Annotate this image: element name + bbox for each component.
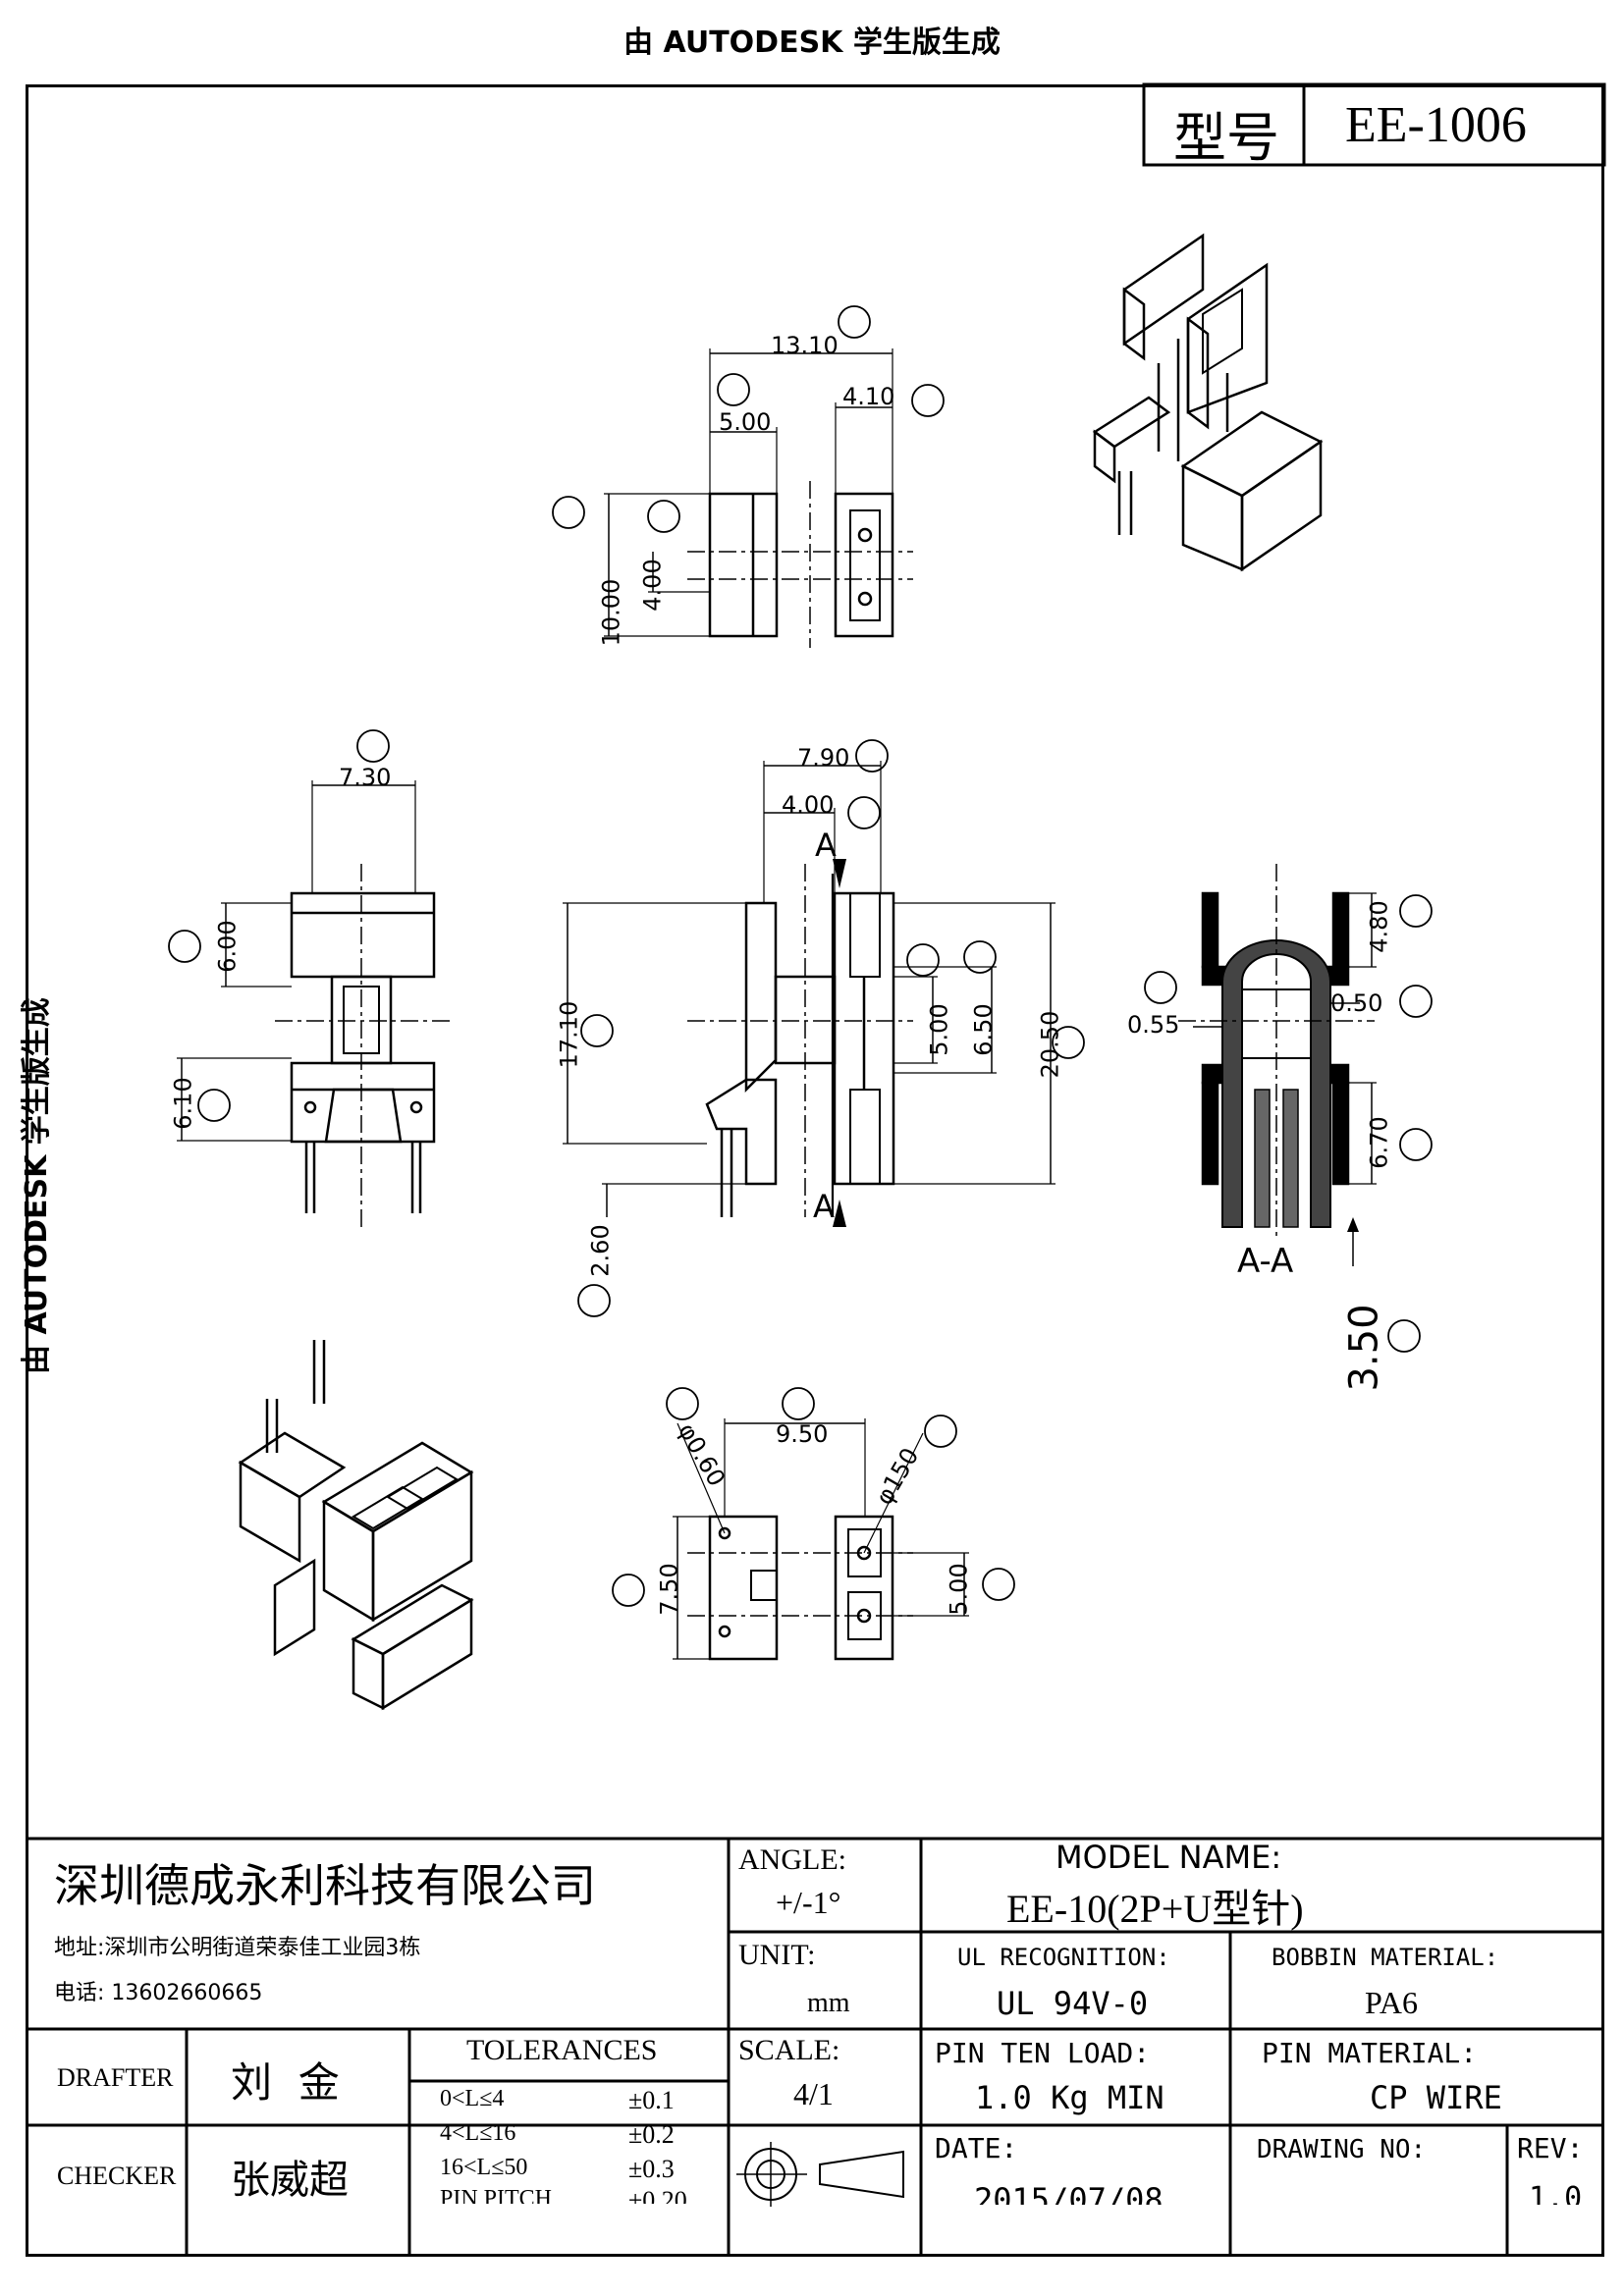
rev-label: REV:	[1517, 2132, 1584, 2164]
section-mark-bottom: A	[813, 1188, 835, 1225]
tolerance-value-1: ±0.1	[628, 2086, 675, 2114]
unit-label: UNIT:	[738, 1939, 816, 1971]
company-address: 地址:深圳市公明街道荣泰佳工业园3栋	[54, 1936, 421, 1960]
company-name: 深圳德成永利科技有限公司	[54, 1859, 596, 1912]
date-value: 2015/07/08	[974, 2181, 1164, 2205]
side-view	[563, 761, 1056, 1227]
dim-t: 0.50	[1330, 989, 1383, 1017]
date-value-clip: 2015/07/08	[923, 2169, 1227, 2205]
front-view	[177, 780, 452, 1227]
dim-m: 2.60	[586, 1224, 615, 1277]
dim-c: 4.10	[842, 383, 895, 410]
section-aa	[1178, 864, 1377, 1266]
section-mark-top: A	[815, 827, 837, 864]
dim-j: 4.00	[782, 791, 835, 819]
drafter-value: 刘 金	[231, 2058, 340, 2107]
dim-g: 6.00	[213, 920, 242, 973]
angle-label: ANGLE:	[738, 1843, 846, 1876]
scale-value: 4/1	[793, 2076, 834, 2111]
tolerance-range-3: 16<L≤50	[440, 2155, 528, 2180]
dim-u: 6.70	[1365, 1116, 1393, 1169]
dim-b: 5.00	[719, 408, 772, 436]
bottom-view	[673, 1418, 969, 1661]
tolerance-range-1: 0<L≤4	[440, 2086, 505, 2111]
pin-load-value: 1.0 Kg MIN	[975, 2079, 1164, 2116]
dim-v: 7.50	[655, 1563, 683, 1616]
dim-k: 17.10	[555, 1000, 583, 1069]
dim-e: 4.00	[638, 559, 667, 612]
iso-view-bottom	[238, 1340, 474, 1711]
pin-material-value: CP WIRE	[1370, 2079, 1502, 2116]
dim-f: 7.30	[339, 764, 392, 791]
watermark-top: 由 AUTODESK 学生版生成	[623, 26, 1001, 60]
dim-i: 7.90	[797, 744, 850, 772]
bobbin-value: PA6	[1365, 1985, 1418, 2020]
model-name-value: EE-10(2P+U型针)	[1006, 1887, 1304, 1931]
checker-value: 张威超	[231, 2158, 349, 2203]
ul-label: UL RECOGNITION:	[957, 1944, 1170, 1971]
dim-o: 20.50	[1036, 1010, 1064, 1079]
dim-n: 6.50	[969, 1003, 998, 1056]
tolerances-label: TOLERANCES	[466, 2034, 658, 2066]
dim-h: 6.10	[169, 1077, 197, 1130]
model-box-label: 型号	[1173, 109, 1279, 168]
dim-d: 10.00	[597, 578, 625, 647]
section-label: A-A	[1237, 1242, 1294, 1281]
pin-load-label: PIN TEN LOAD:	[935, 2037, 1151, 2069]
dim-r: 0.55	[1127, 1011, 1180, 1039]
ul-value: UL 94V-0	[997, 1985, 1149, 2022]
top-view	[604, 348, 913, 648]
dim-l: 5.00	[925, 1003, 953, 1056]
drawing-frame	[26, 84, 1604, 2257]
tolerance-row-4-clip: PIN PITCH ±0.20	[412, 2184, 727, 2204]
unit-value: mm	[807, 1988, 850, 2018]
rev-value-clip: 1.0	[1509, 2169, 1602, 2205]
model-name-label: MODEL NAME:	[1056, 1839, 1282, 1876]
tolerance-value-4: ±0.20	[628, 2186, 687, 2204]
dim-s: 4.80	[1365, 900, 1393, 953]
date-label: DATE:	[935, 2132, 1018, 2164]
tolerance-value-2: ±0.2	[628, 2120, 675, 2149]
tolerance-range-2: 4<L≤16	[440, 2120, 516, 2146]
model-box-value: EE-1006	[1345, 97, 1527, 153]
balloons	[168, 305, 1433, 1607]
model-box	[1142, 82, 1606, 167]
dim-x: 5.00	[945, 1563, 973, 1616]
bobbin-label: BOBBIN MATERIAL:	[1272, 1944, 1499, 1971]
title-block	[26, 1837, 1604, 2257]
tolerance-range-4: PIN PITCH	[440, 2186, 553, 2204]
drawing-no-label: DRAWING NO:	[1257, 2135, 1427, 2164]
dim-p: 9.50	[776, 1420, 829, 1448]
checker-label: CHECKER	[57, 2162, 177, 2190]
company-phone: 电话: 13602660665	[54, 1981, 263, 2005]
drafter-label: DRAFTER	[57, 2063, 174, 2092]
dim-y: 3.50	[1341, 1304, 1387, 1392]
rev-value: 1.0	[1529, 2181, 1583, 2205]
iso-view-top	[1092, 233, 1324, 572]
tolerance-value-3: ±0.3	[628, 2155, 675, 2183]
pin-material-label: PIN MATERIAL:	[1262, 2037, 1478, 2069]
scale-label: SCALE:	[738, 2034, 840, 2066]
dim-a: 13.10	[771, 332, 839, 359]
angle-value: +/-1°	[776, 1885, 841, 1920]
